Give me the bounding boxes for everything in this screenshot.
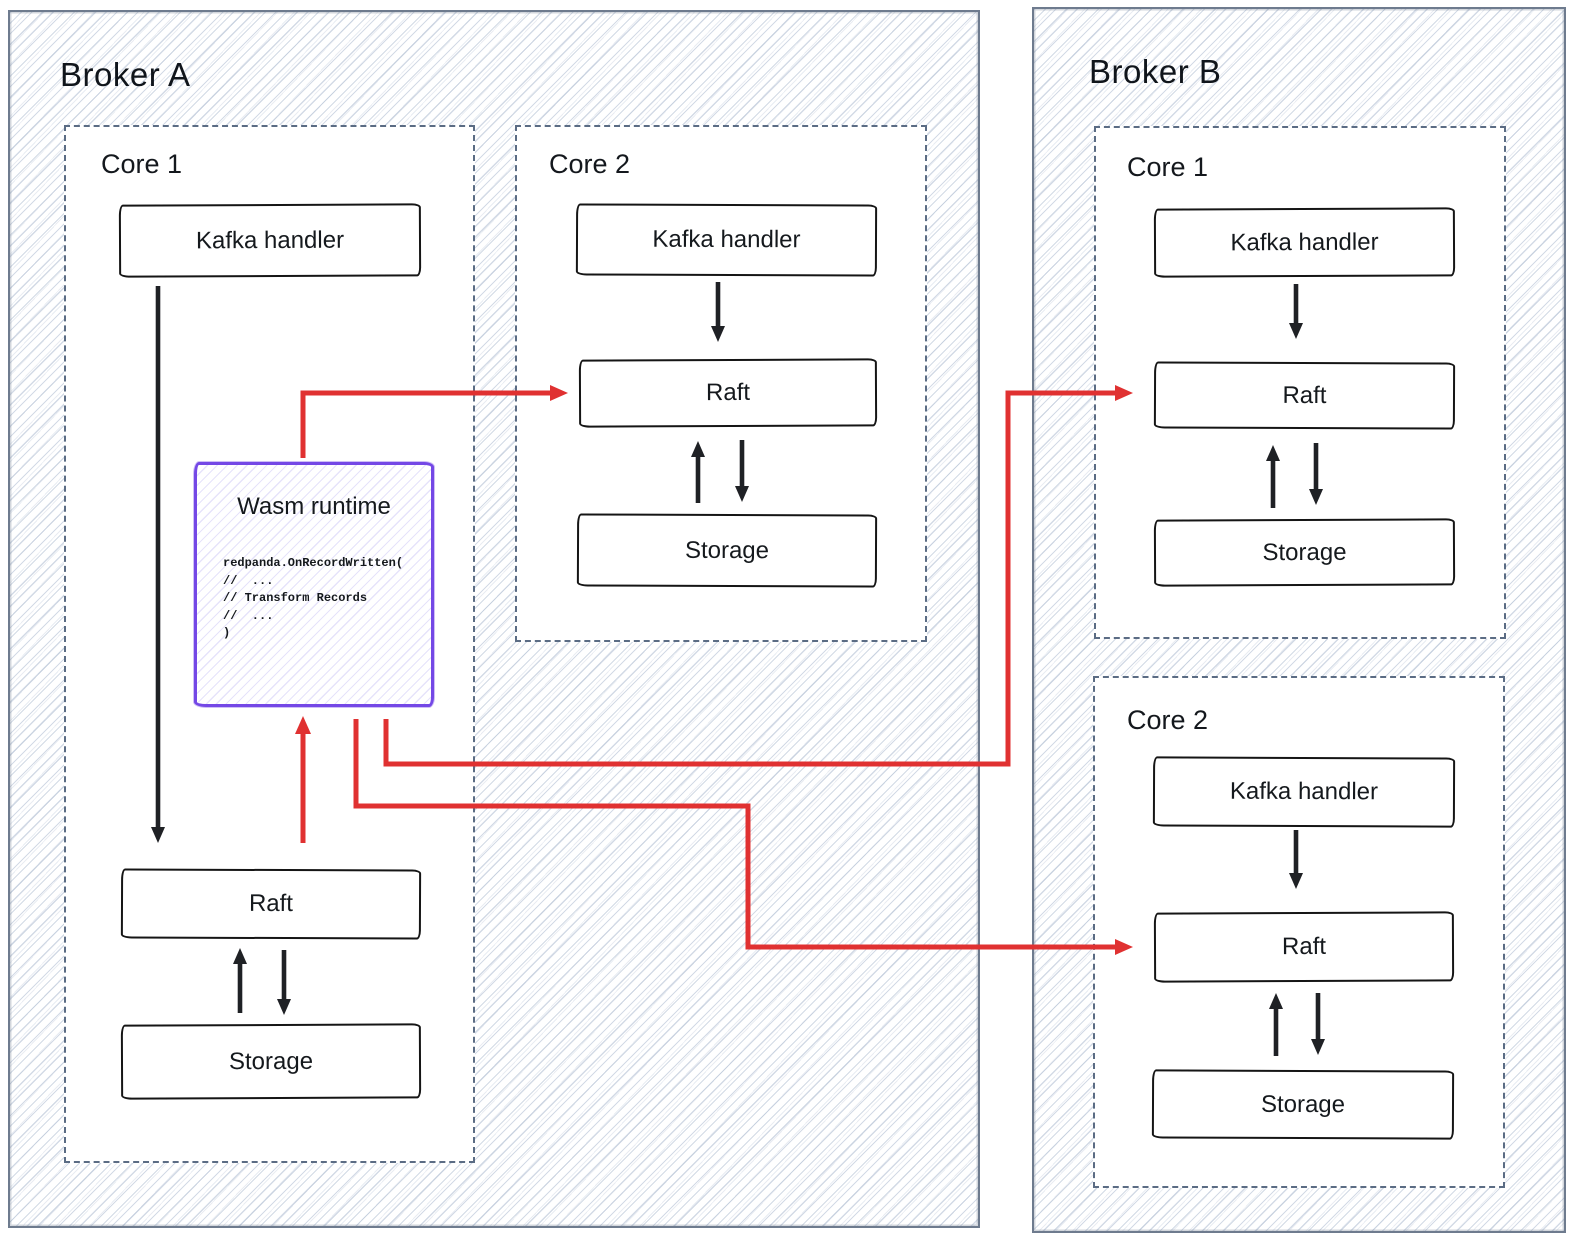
kafka-handler-node: Kafka handler [1153,207,1456,278]
broker-a-core-2-title: Core 2 [549,149,631,179]
kafka-handler-label: Kafka handler [1229,777,1379,806]
storage-node: Storage [120,1023,422,1100]
broker-a-core-1-title: Core 1 [101,149,183,179]
storage-label: Storage [1260,1090,1346,1118]
broker-b-core-1: Core 1 Kafka handler Raft Storage [1094,126,1506,639]
kafka-handler-label: Kafka handler [195,226,345,254]
kafka-handler-label: Kafka handler [1230,228,1379,256]
storage-label: Storage [228,1047,314,1075]
broker-a-title: Broker A [60,56,191,93]
broker-b-core-1-title: Core 1 [1127,152,1209,182]
broker-b-container: Broker B Core 1 Kafka handler Raft Stora… [1032,7,1566,1233]
raft-label: Raft [1281,932,1327,961]
storage-label: Storage [1262,538,1347,566]
kafka-handler-label: Kafka handler [652,225,801,254]
raft-label: Raft [705,378,751,407]
raft-node: Raft [578,358,878,428]
raft-node: Raft [120,868,422,940]
broker-b-core-2-title: Core 2 [1127,705,1209,735]
broker-a-core-1: Core 1 Kafka handler Wasm runtime redpan… [64,125,475,1163]
broker-a-container: Broker A Core 1 Kafka handler Wasm runti… [8,10,980,1228]
raft-label: Raft [1282,381,1327,409]
broker-a-core-2: Core 2 Kafka handler Raft Storage [515,125,927,642]
broker-b-core-2: Core 2 Kafka handler Raft Storage [1093,676,1505,1188]
storage-label: Storage [684,536,770,564]
storage-node: Storage [1153,518,1456,587]
wasm-runtime-title: Wasm runtime [237,493,391,520]
broker-b-title: Broker B [1089,53,1222,90]
kafka-handler-node: Kafka handler [118,203,422,278]
kafka-handler-node: Kafka handler [1152,756,1456,828]
wasm-runtime-code: redpanda.OnRecordWritten( // ... // Tran… [223,556,404,640]
raft-label: Raft [248,889,294,918]
wasm-runtime-node: Wasm runtime redpanda.OnRecordWritten( /… [194,462,434,707]
storage-node: Storage [576,513,878,588]
raft-node: Raft [1153,361,1456,430]
kafka-handler-node: Kafka handler [575,203,878,277]
raft-node: Raft [1153,911,1455,983]
storage-node: Storage [1151,1069,1455,1140]
